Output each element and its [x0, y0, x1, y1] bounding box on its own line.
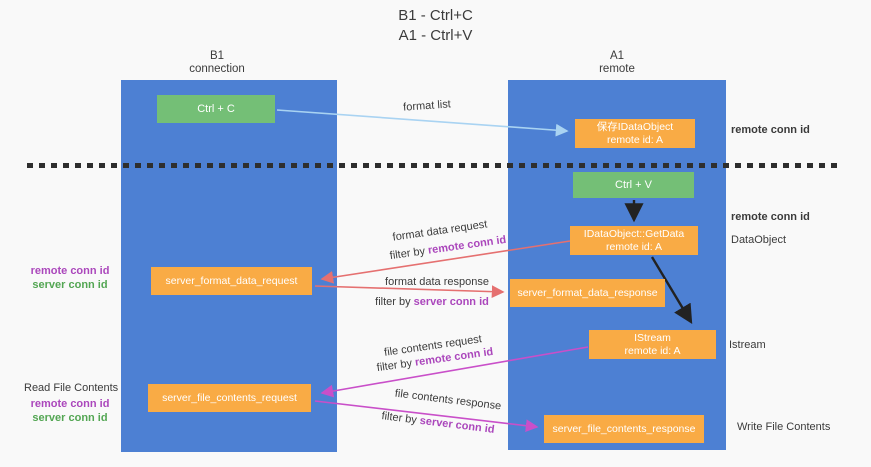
- node-save-idataobject-line2: remote id: A: [606, 133, 664, 146]
- lane-header-a1: A1 remote: [508, 50, 726, 76]
- filter-by-text: filter by: [389, 244, 429, 263]
- label-left-remote-conn-id-2: remote conn id: [30, 398, 110, 410]
- filter-by-text: filter by: [380, 410, 421, 427]
- label-format-data-response: format data response: [362, 276, 512, 288]
- node-server-file-contents-request: server_file_contents_request: [148, 384, 311, 412]
- label-file-contents-response-text: file contents response: [394, 387, 502, 413]
- label-file-contents-response: file contents response: [373, 385, 523, 415]
- label-left-conn-ids-format: remote conn id server conn id: [24, 264, 116, 292]
- label-left-conn-ids-file: remote conn id server conn id: [24, 397, 116, 425]
- node-server-format-data-request: server_format_data_request: [151, 267, 312, 295]
- label-read-file-contents: Read File Contents: [24, 382, 119, 394]
- server-conn-id-text: server conn id: [419, 414, 496, 436]
- diagram-title: B1 - Ctrl+C A1 - Ctrl+V: [0, 6, 871, 46]
- label-format-data-response-text: format data response: [385, 276, 489, 288]
- title-line-2: A1 - Ctrl+V: [398, 27, 473, 44]
- node-format-request-label: server_format_data_request: [165, 274, 298, 287]
- lane-b1-name: B1: [209, 50, 225, 62]
- node-idataobject-getdata: IDataObject::GetData remote id: A: [570, 226, 698, 255]
- node-save-idataobject-line1: 保存IDataObject: [596, 120, 674, 133]
- node-ctrl-c: Ctrl + C: [157, 95, 275, 123]
- clipboard-boundary-divider: [27, 163, 840, 168]
- remote-conn-id-text: remote conn id: [427, 233, 507, 257]
- title-line-1: B1 - Ctrl+C: [398, 7, 473, 24]
- filter-by-text: filter by: [376, 356, 416, 375]
- label-dataobject: DataObject: [731, 234, 787, 246]
- node-istream-line1: IStream: [634, 331, 671, 344]
- node-getdata-line1: IDataObject::GetData: [583, 227, 685, 240]
- server-conn-id-text: server conn id: [413, 296, 489, 308]
- label-left-server-conn-id-1: server conn id: [32, 279, 108, 291]
- filter-by-text: filter by: [375, 296, 414, 308]
- label-left-server-conn-id-2: server conn id: [32, 412, 108, 424]
- label-format-list: format list: [352, 95, 502, 117]
- label-right-remote-conn-id-top: remote conn id: [731, 124, 810, 136]
- node-ctrl-c-label: Ctrl + C: [197, 103, 235, 115]
- label-istream: Istream: [729, 339, 766, 351]
- lane-a1-name: A1: [609, 50, 625, 62]
- node-server-file-contents-response: server_file_contents_response: [544, 415, 704, 443]
- node-ctrl-v-label: Ctrl + V: [615, 179, 652, 191]
- label-write-file-contents: Write File Contents: [737, 421, 831, 433]
- lane-b1-role: connection: [189, 63, 245, 75]
- node-file-response-label: server_file_contents_response: [552, 422, 696, 435]
- node-format-response-label: server_format_data_response: [517, 286, 658, 299]
- node-ctrl-v: Ctrl + V: [573, 172, 694, 198]
- lane-header-b1: B1 connection: [121, 50, 313, 76]
- node-istream-line2: remote id: A: [624, 344, 681, 357]
- label-left-remote-conn-id-1: remote conn id: [30, 265, 110, 277]
- label-format-response-filter: filter by server conn id: [347, 296, 517, 308]
- lane-a1-role: remote: [599, 63, 635, 75]
- node-getdata-line2: remote id: A: [605, 240, 663, 253]
- label-format-list-text: format list: [402, 98, 452, 114]
- node-file-request-label: server_file_contents_request: [162, 391, 297, 404]
- node-save-idataobject: 保存IDataObject remote id: A: [575, 119, 695, 148]
- node-istream: IStream remote id: A: [589, 330, 716, 359]
- node-server-format-data-response: server_format_data_response: [510, 279, 665, 307]
- label-right-remote-conn-id-mid: remote conn id: [731, 211, 810, 223]
